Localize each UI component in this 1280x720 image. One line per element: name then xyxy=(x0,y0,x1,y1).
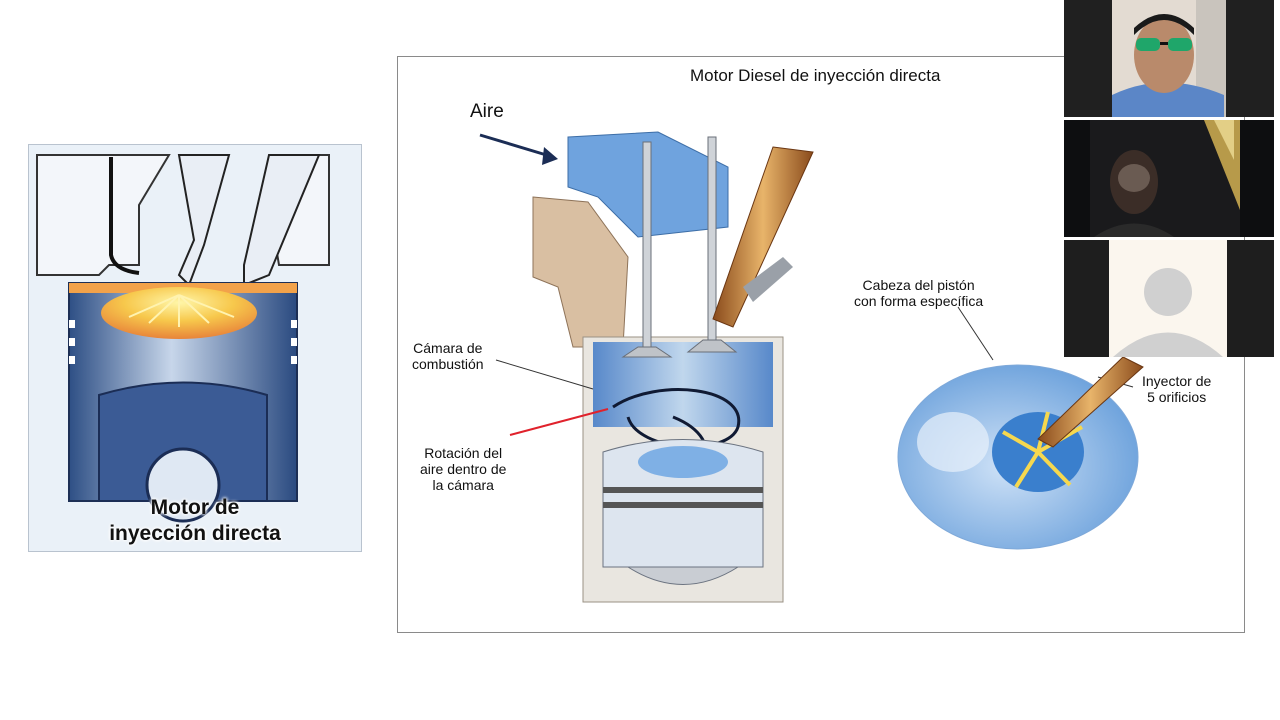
label-aire: Aire xyxy=(470,101,504,122)
label-inyector-line-1: Inyector de xyxy=(1142,373,1212,389)
label-cabeza-piston: Cabeza del pistón con forma específica xyxy=(854,277,983,309)
caption-line-1: Motor de xyxy=(150,496,240,519)
label-rotacion-line-2: aire dentro de xyxy=(420,461,507,477)
label-inyector-line-2: 5 orificios xyxy=(1147,389,1207,405)
label-inyector: Inyector de 5 orificios xyxy=(1142,373,1211,405)
direct-injection-cutaway-image xyxy=(36,154,330,523)
label-rotacion-aire: Rotación del aire dentro de la cámara xyxy=(420,445,506,493)
person-dark-video xyxy=(1064,120,1274,237)
label-rotacion-line-3: la cámara xyxy=(432,477,494,493)
label-camara-line-1: Cámara de xyxy=(413,340,483,356)
label-camara-line-2: combustión xyxy=(412,356,484,372)
participant-video-tile-1[interactable] xyxy=(1064,0,1274,117)
left-figure-caption: Motor de inyección directa xyxy=(29,495,361,547)
person-sunglasses-video xyxy=(1064,0,1274,117)
label-rotacion-line-1: Rotación del xyxy=(424,445,503,461)
label-cabeza-line-2: con forma específica xyxy=(854,293,984,309)
figure-title: Motor Diesel de inyección directa xyxy=(690,66,941,85)
participant-video-tile-2[interactable] xyxy=(1064,120,1274,237)
left-engine-figure: Motor de inyección directa xyxy=(28,144,362,552)
label-camara-combustion: Cámara de combustión xyxy=(412,340,484,372)
diesel-engine-cutaway-image xyxy=(479,131,1144,603)
participant-video-tile-3[interactable] xyxy=(1064,240,1274,357)
avatar-placeholder-icon xyxy=(1064,240,1274,357)
caption-line-2: inyección directa xyxy=(109,522,281,545)
label-cabeza-line-1: Cabeza del pistón xyxy=(862,277,975,293)
